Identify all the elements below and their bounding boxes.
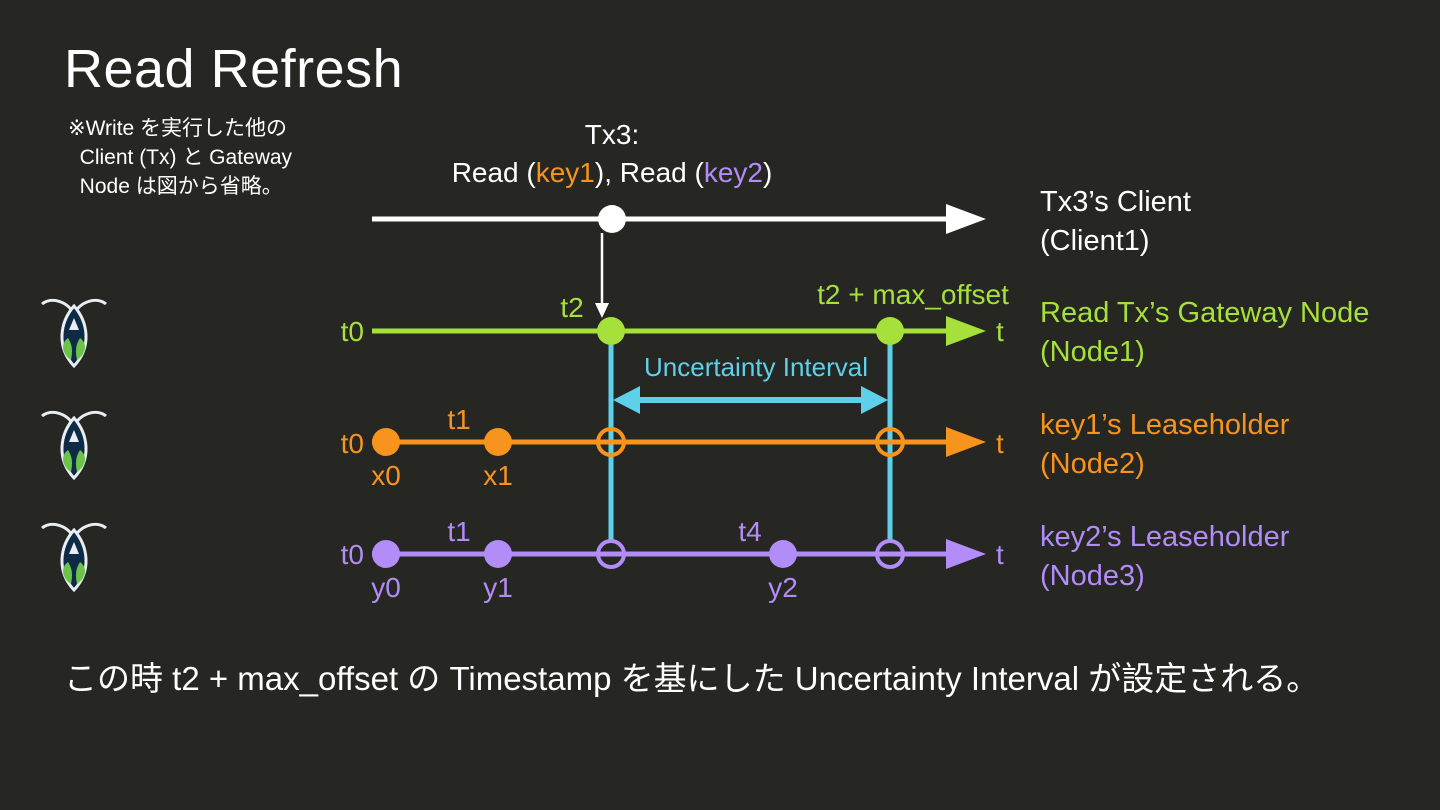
gateway-max-offset-point — [876, 317, 904, 345]
client-arrowhead — [946, 204, 986, 234]
uncertainty-interval-label: Uncertainty Interval — [644, 352, 868, 382]
node2-x1-point — [484, 428, 512, 456]
gateway-t2-point — [597, 317, 625, 345]
node3-max-offset-marker — [875, 539, 905, 569]
client-sublabel: (Client1) — [1040, 225, 1150, 257]
node3-t2-marker — [596, 539, 626, 569]
node2-t2-marker — [596, 427, 626, 457]
gateway-start-label: t0 — [341, 316, 364, 347]
node3-arrowhead — [946, 539, 986, 569]
key1-label: key1 — [536, 157, 595, 188]
cockroach-logo-icon — [40, 298, 108, 368]
node2-start-label: t0 — [341, 428, 364, 459]
node3-y2-point — [769, 540, 797, 568]
node3-axis-label: t — [996, 539, 1004, 570]
node3-y1-label: y1 — [483, 572, 513, 603]
uncertainty-right-arrowhead — [861, 386, 888, 414]
node2-x0-point — [372, 428, 400, 456]
footer-caption: この時 t2 + max_offset の Timestamp を基にした Un… — [64, 660, 1320, 697]
cockroach-logo-icon — [40, 410, 108, 480]
node3-y0-point — [372, 540, 400, 568]
tx3-reads: Read (key1), Read (key2) — [452, 157, 773, 188]
key2-label: key2 — [704, 157, 763, 188]
node3-y0-label: y0 — [371, 572, 401, 603]
node2-sublabel: (Node2) — [1040, 448, 1145, 480]
cockroach-logo-icon — [40, 522, 108, 592]
node3-start-label: t0 — [341, 539, 364, 570]
gateway-label: Read Tx’s Gateway Node — [1040, 297, 1369, 329]
gateway-t2-label: t2 — [560, 292, 583, 323]
node2-x1-label: x1 — [483, 460, 513, 491]
node3-y1-point — [484, 540, 512, 568]
node2-label: key1’s Leaseholder — [1040, 409, 1290, 441]
slide-title: Read Refresh — [64, 39, 404, 99]
node3-y2-label: y2 — [768, 572, 798, 603]
client-label: Tx3’s Client — [1040, 186, 1191, 218]
node2-t1-label: t1 — [447, 404, 470, 435]
gateway-sublabel: (Node1) — [1040, 336, 1145, 368]
gateway-axis-label: t — [996, 316, 1004, 347]
tx3-title: Tx3: — [585, 119, 639, 150]
gateway-arrowhead — [946, 316, 986, 346]
omission-note: ※Write を実行した他の Client (Tx) と Gateway Nod… — [68, 117, 293, 198]
node3-t4-label: t4 — [738, 516, 761, 547]
node3-t1-label: t1 — [447, 516, 470, 547]
node2-arrowhead — [946, 427, 986, 457]
node2-max-offset-marker — [875, 427, 905, 457]
node3-sublabel: (Node3) — [1040, 560, 1145, 592]
client-to-gateway-arrowhead — [595, 303, 609, 318]
node2-x0-label: x0 — [371, 460, 401, 491]
uncertainty-left-arrowhead — [613, 386, 640, 414]
node3-label: key2’s Leaseholder — [1040, 521, 1290, 553]
client-read-point — [598, 205, 626, 233]
node2-axis-label: t — [996, 428, 1004, 459]
gateway-max-offset-label: t2 + max_offset — [817, 279, 1009, 310]
